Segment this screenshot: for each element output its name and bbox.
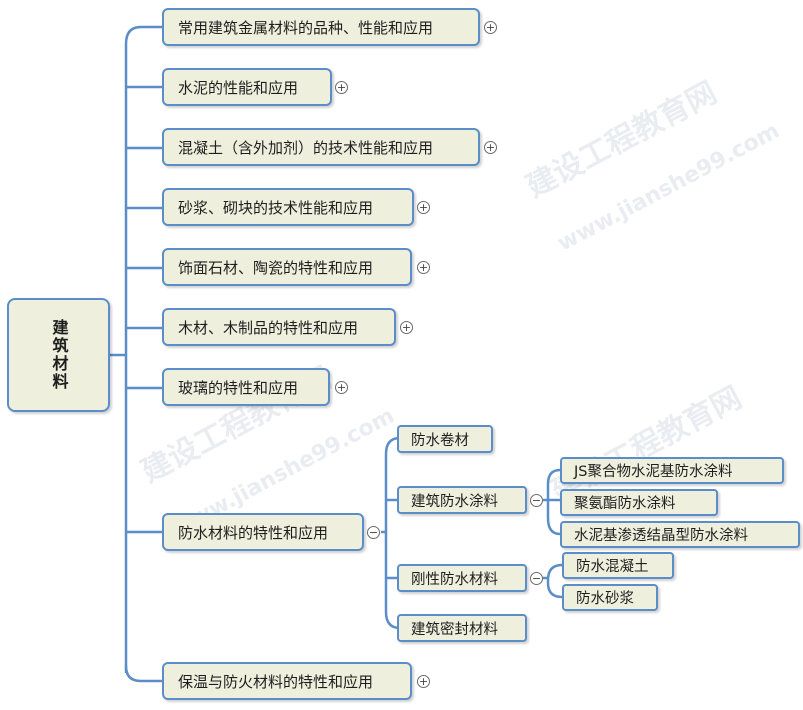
node-polyurethane[interactable]: 聚氨酯防水涂料 [560,489,718,516]
root-node[interactable]: 建筑材料 [7,298,110,412]
expand-icon[interactable]: + [417,261,430,274]
expand-icon[interactable]: + [484,141,497,154]
branch-label: 保温与防火材料的特性和应用 [178,672,374,691]
node-wp-concrete[interactable]: 防水混凝土 [562,552,674,579]
collapse-icon[interactable]: − [530,572,543,585]
node-sealant[interactable]: 建筑密封材料 [397,614,527,642]
node-label: 建筑密封材料 [411,621,498,638]
branch-wood[interactable]: 木材、木制品的特性和应用 [162,308,396,346]
node-label: 聚氨酯防水涂料 [574,496,676,512]
branch-concrete[interactable]: 混凝土（含外加剂）的技术性能和应用 [162,128,480,166]
branch-mortar[interactable]: 砂浆、砌块的技术性能和应用 [162,188,414,226]
expand-icon[interactable]: + [400,321,413,334]
branch-insulation[interactable]: 保温与防火材料的特性和应用 [162,662,412,700]
node-label: JS聚合物水泥基防水涂料 [574,464,733,480]
branch-label: 常用建筑金属材料的品种、性能和应用 [178,18,434,37]
root-label: 建筑材料 [49,319,69,391]
branch-glass[interactable]: 玻璃的特性和应用 [162,368,330,406]
branch-waterproof[interactable]: 防水材料的特性和应用 [162,513,364,551]
branch-label: 木材、木制品的特性和应用 [178,318,359,337]
expand-icon[interactable]: + [484,21,497,34]
branch-label: 防水材料的特性和应用 [178,523,329,542]
node-js-coating[interactable]: JS聚合物水泥基防水涂料 [560,457,784,484]
branch-stone[interactable]: 饰面石材、陶瓷的特性和应用 [162,248,412,286]
branch-metal[interactable]: 常用建筑金属材料的品种、性能和应用 [162,8,480,46]
branch-label: 饰面石材、陶瓷的特性和应用 [178,258,374,277]
collapse-icon[interactable]: − [367,526,380,539]
node-label: 刚性防水材料 [411,571,498,588]
expand-icon[interactable]: + [335,381,348,394]
branch-label: 水泥的性能和应用 [178,78,299,97]
node-membrane[interactable]: 防水卷材 [397,425,493,453]
branch-label: 混凝土（含外加剂）的技术性能和应用 [178,138,434,157]
node-label: 水泥基渗透结晶型防水涂料 [574,528,748,544]
node-crystalline[interactable]: 水泥基渗透结晶型防水涂料 [560,521,800,548]
expand-icon[interactable]: + [417,201,430,214]
expand-icon[interactable]: + [417,675,430,688]
node-rigid[interactable]: 刚性防水材料 [397,564,527,592]
node-label: 防水砂浆 [576,591,634,607]
collapse-icon[interactable]: − [530,494,543,507]
branch-cement[interactable]: 水泥的性能和应用 [162,68,332,106]
node-label: 防水卷材 [411,432,469,449]
node-wp-mortar[interactable]: 防水砂浆 [562,584,658,611]
expand-icon[interactable]: + [335,81,348,94]
node-label: 建筑防水涂料 [411,493,498,510]
branch-label: 砂浆、砌块的技术性能和应用 [178,198,374,217]
node-coating[interactable]: 建筑防水涂料 [397,486,527,514]
node-label: 防水混凝土 [576,559,649,575]
branch-label: 玻璃的特性和应用 [178,378,299,397]
